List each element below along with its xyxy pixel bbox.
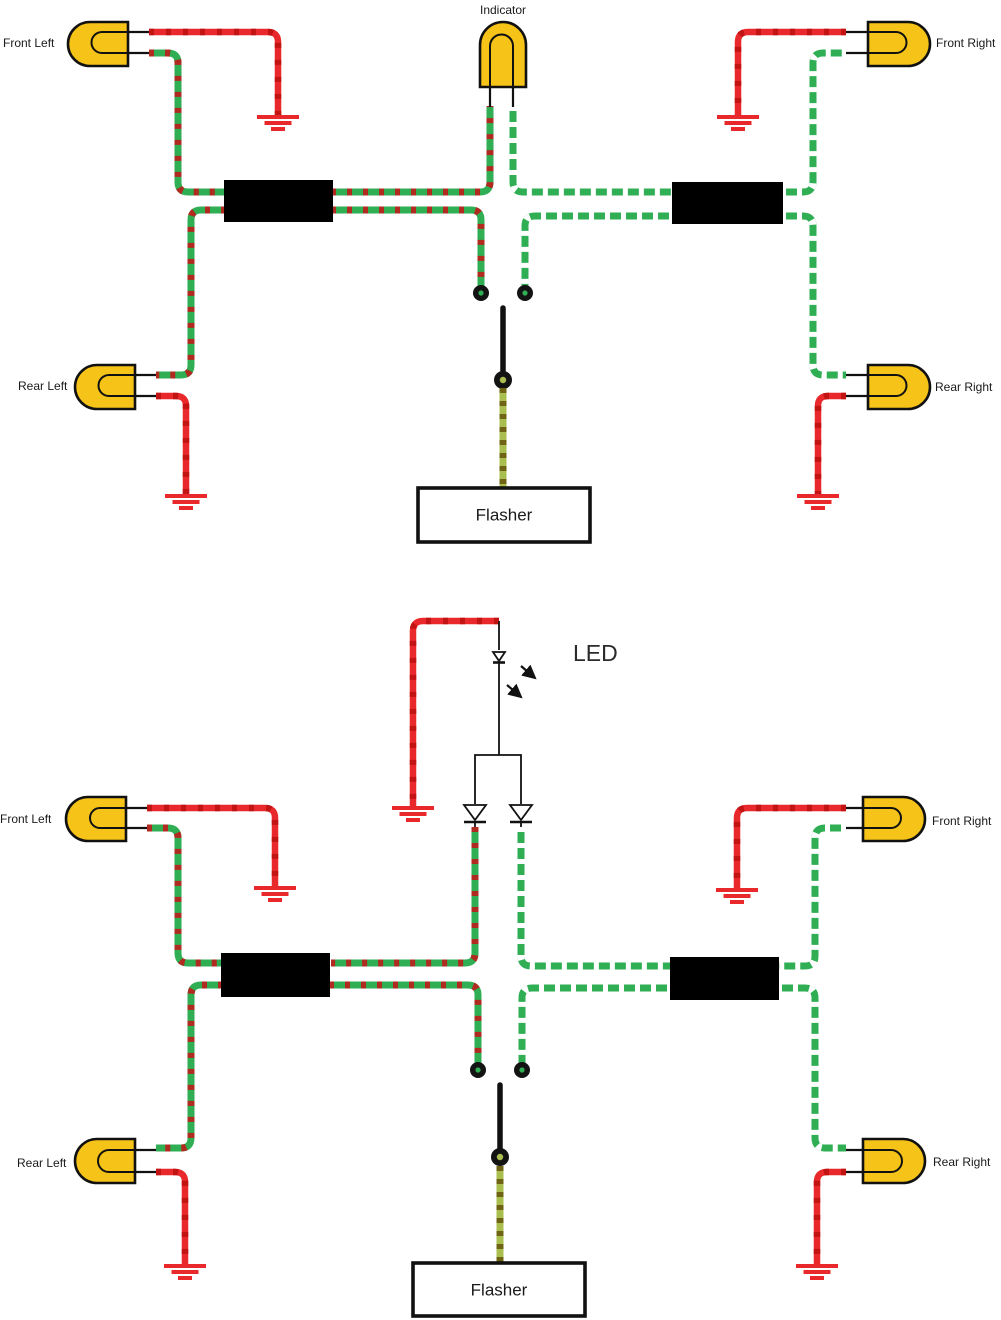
rear-right-feed-wire — [781, 212, 846, 379]
diagram-led-indicator-circuit: Flasher Front Left LED Front Right Rear … — [0, 617, 992, 1318]
switch-left-wire — [329, 981, 482, 1063]
switch-right-wire — [518, 984, 672, 1063]
rear-right-feed-wire — [777, 984, 846, 1152]
front-left-ground-symbol — [254, 886, 296, 902]
rear-left-ground-wire — [156, 1168, 189, 1265]
left-resistor-block — [224, 180, 333, 222]
rear-left-bulb — [73, 1137, 156, 1185]
front-right-ground-wire — [734, 28, 846, 116]
left-diode-feed-wire — [331, 827, 479, 967]
front-left-feed-wire — [149, 49, 226, 196]
indicator-bulb — [478, 20, 528, 107]
indicator-label: Indicator — [480, 3, 526, 17]
led-light-arrow-2 — [506, 683, 523, 699]
rear-right-label: Rear Right — [933, 1155, 991, 1169]
left-diode-symbol — [462, 804, 488, 829]
front-right-feed-wire — [781, 49, 846, 196]
front-right-ground-wire — [733, 804, 846, 889]
front-right-feed-wire — [777, 824, 846, 970]
right-resistor-block — [672, 182, 783, 224]
front-left-label: Front Left — [0, 812, 52, 826]
flasher-box — [411, 1261, 587, 1318]
front-left-bulb — [66, 20, 149, 68]
front-left-bulb — [64, 795, 147, 843]
rear-left-bulb — [73, 363, 156, 411]
switch-right-wire — [521, 212, 674, 286]
indicator-switch — [470, 1062, 530, 1166]
left-resistor-block — [221, 953, 330, 997]
led-light-arrow-1 — [520, 664, 537, 680]
rear-left-label: Rear Left — [17, 1156, 67, 1170]
right-diode-feed-wire — [517, 827, 672, 970]
rear-left-ground-wire — [156, 392, 190, 495]
front-left-ground-symbol — [257, 115, 299, 131]
led-ground-symbol — [392, 806, 434, 822]
flasher-label: Flasher — [471, 1281, 528, 1300]
front-left-ground-wire — [147, 804, 279, 887]
led-symbol — [491, 651, 507, 664]
rear-left-ground-symbol — [165, 494, 207, 510]
rear-right-ground-symbol — [797, 494, 839, 510]
front-left-ground-wire — [149, 28, 282, 116]
indicator-switch — [473, 285, 533, 389]
diode-tee-wire — [474, 754, 522, 804]
right-resistor-block — [670, 957, 779, 1000]
rear-right-ground-wire — [814, 392, 846, 495]
front-left-label: Front Left — [3, 36, 55, 50]
rear-right-bulb — [846, 363, 932, 411]
rear-left-feed-wire — [156, 981, 223, 1152]
front-right-label: Front Right — [936, 36, 996, 50]
indicator-left-wire — [331, 106, 494, 196]
rear-right-label: Rear Right — [935, 380, 993, 394]
front-right-ground-symbol — [717, 115, 759, 131]
flasher-box — [416, 486, 592, 544]
front-right-label: Front Right — [932, 814, 992, 828]
front-right-bulb — [846, 20, 932, 68]
front-right-bulb — [846, 795, 927, 843]
right-diode-symbol — [508, 804, 534, 829]
rear-left-ground-symbol — [164, 1264, 206, 1280]
led-ground-wire — [409, 617, 499, 807]
diagram-bulb-indicator-circuit: Flasher Front Left Indicator Front Right… — [3, 3, 996, 544]
flasher-label: Flasher — [476, 506, 533, 525]
rear-right-bulb — [846, 1137, 927, 1185]
rear-left-label: Rear Left — [18, 379, 68, 393]
rear-left-feed-wire — [156, 206, 226, 379]
rear-right-ground-wire — [813, 1168, 846, 1265]
switch-left-wire — [331, 206, 485, 286]
led-label: LED — [573, 640, 618, 666]
front-right-ground-symbol — [716, 888, 758, 904]
led-circuit — [462, 621, 537, 829]
indicator-right-wire — [509, 106, 674, 196]
rear-right-ground-symbol — [796, 1264, 838, 1280]
front-left-feed-wire — [147, 824, 223, 967]
